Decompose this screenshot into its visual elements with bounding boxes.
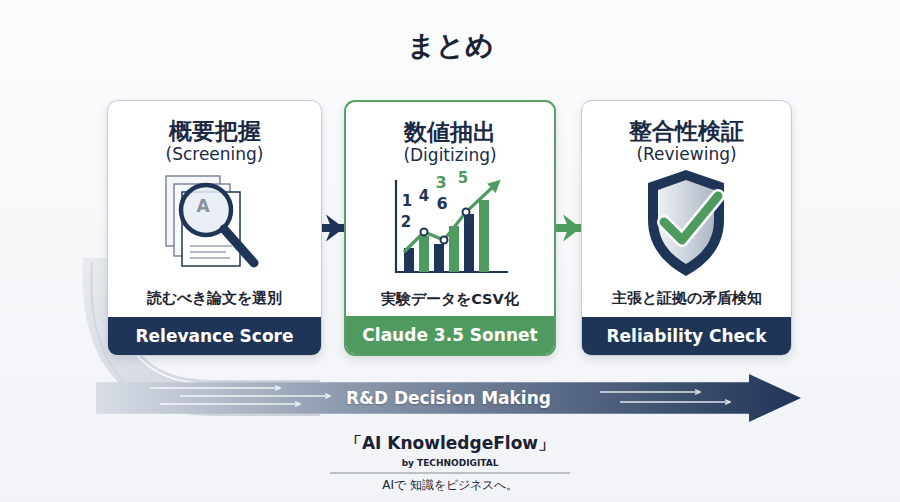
card-heading: 数値抽出 <box>346 117 554 148</box>
card-heading: 整合性検証 <box>582 116 791 147</box>
card-description: 読むべき論文を選別 <box>108 289 321 308</box>
band-label: Relevance Score <box>108 317 321 355</box>
flow-arrow-band: R&D Decision Making <box>96 374 801 422</box>
score-band: Relevance Score <box>108 317 321 355</box>
card-description: 主張と証拠の矛盾検知 <box>582 289 791 308</box>
brand-byline: by TECHNODIGITAL <box>402 459 499 468</box>
flow-connector <box>556 224 581 232</box>
icon-digit: 6 <box>436 196 447 212</box>
brand-tagline: AIで 知識をビジネスへ。 <box>382 479 518 491</box>
icon-digit: 3 <box>435 175 446 191</box>
process-card: Relevance Score 概要把握(Screening) 読むべき論文を選別 <box>107 100 322 356</box>
footer-rule <box>330 473 570 474</box>
diagram-title: まとめ <box>0 27 900 65</box>
icon-digit: 1 <box>402 194 412 209</box>
card-heading: 概要把握 <box>108 116 321 147</box>
flow-label: R&D Decision Making <box>96 374 801 422</box>
card-subheading: (Screening) <box>108 144 321 164</box>
flow-arrow-body <box>96 374 801 422</box>
band-label: Claude 3.5 Sonnet <box>346 316 554 354</box>
process-card: Claude 3.5 Sonnet 数値抽出(Digitizing) 実験データをC… <box>344 100 556 356</box>
card-description: 実験データをCSV化 <box>346 290 554 309</box>
process-card: Reliability Check 整合性検証(Reviewing) 主張と証拠の矛… <box>581 100 792 356</box>
card-subheading: (Digitizing) <box>346 145 554 165</box>
icon-letter: A <box>196 198 209 215</box>
brand-caption: 「AI KnowledgeFlow」 <box>0 432 900 455</box>
icon-digit: 5 <box>458 171 468 186</box>
flow-connector <box>322 224 344 232</box>
icon-digit: 4 <box>419 189 429 204</box>
band-label: Reliability Check <box>582 317 791 355</box>
card-subheading: (Reviewing) <box>582 144 791 164</box>
score-band: Claude 3.5 Sonnet <box>346 316 554 354</box>
score-band: Reliability Check <box>582 317 791 355</box>
icon-digit: 2 <box>401 215 411 230</box>
